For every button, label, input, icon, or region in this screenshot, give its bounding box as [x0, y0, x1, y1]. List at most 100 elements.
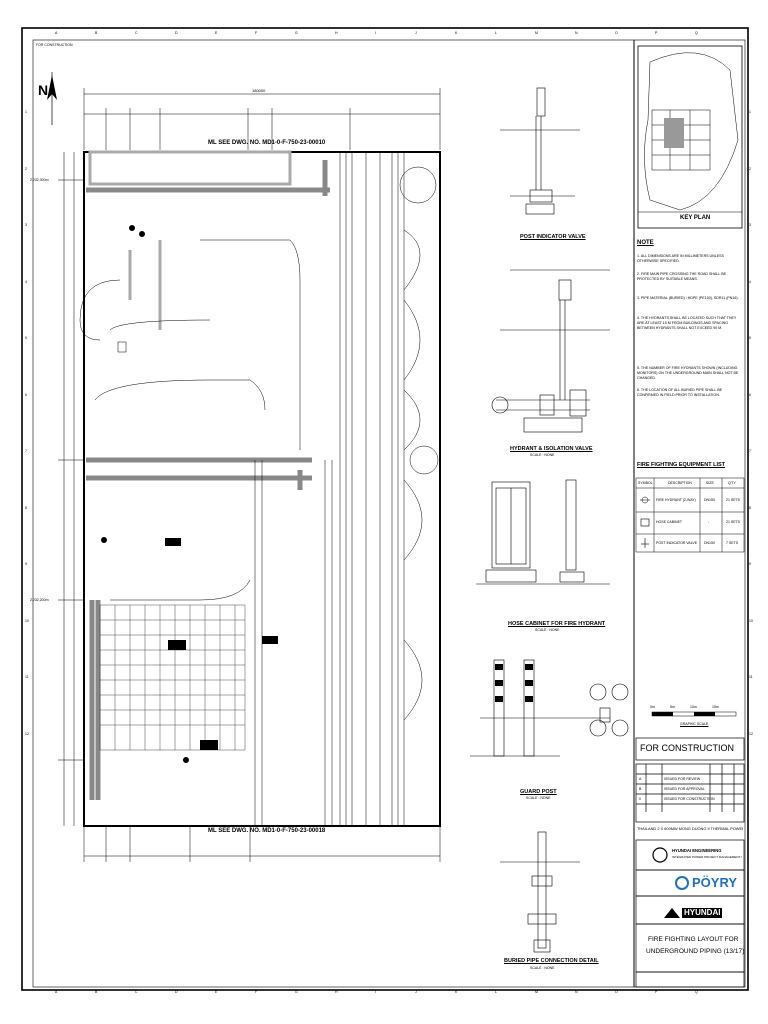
scale-tick-1: 5m	[670, 705, 675, 709]
symbol-fire-hydrant-icon	[640, 496, 650, 504]
project-name: THAILAND 2 X 600MW MONG DUONG II THERMAL…	[637, 826, 743, 831]
rev-0-mark: 0	[639, 797, 641, 801]
eq-row-3-desc: POST INDICATOR VALVE	[656, 541, 698, 545]
grid-row-2-left: 2	[25, 166, 27, 171]
grid-row-7-right: 7	[749, 449, 751, 454]
grid-row-8-left: 8	[25, 505, 27, 510]
grid-col-d-top: D	[175, 31, 178, 35]
grid-row-6-left: 6	[25, 392, 27, 397]
rev-2-desc: ISSUED FOR REVIEW	[664, 777, 701, 781]
eq-row-1-desc: FIRE HYDRANT (2-WAY)	[656, 498, 696, 502]
symbol-hose-cabinet-icon	[640, 518, 650, 527]
north-arrow-icon: N	[38, 72, 57, 125]
scale-note-1: SCALE : NONE	[530, 453, 555, 457]
eq-header-size: SIZE	[706, 481, 714, 485]
grid-col-o-top: O	[615, 31, 618, 35]
rev-2-mark: A	[639, 777, 642, 781]
scale-tick-2: 10m	[690, 705, 697, 709]
post-indicator-valve-title: POST INDICATOR VALVE	[520, 234, 586, 240]
grid-col-k-bottom: K	[455, 990, 458, 994]
grid-col-d-bottom: D	[175, 990, 178, 994]
grid-col-b-top: B	[95, 31, 98, 35]
rev-1-desc: ISSUED FOR APPROVAL	[664, 787, 705, 791]
grid-row-10-left: 10	[25, 618, 29, 623]
grid-row-9-right: 9	[749, 562, 751, 567]
grid-col-e-bottom: E	[215, 990, 218, 994]
grid-col-g-bottom: G	[295, 990, 298, 994]
grid-col-m-top: M	[535, 31, 538, 35]
grid-row-6-right: 6	[749, 392, 751, 397]
grid-col-j-top: J	[415, 31, 417, 35]
grid-row-4-left: 4	[25, 279, 27, 284]
dim-top-total: 180000	[252, 88, 266, 93]
grid-row-7-left: 7	[25, 449, 27, 454]
grid-col-b-bottom: B	[95, 990, 98, 994]
grid-col-m-bottom: M	[535, 990, 538, 994]
owner-sub: INTEGRATED POWER PROJECT MANAGEMENT CONS…	[672, 855, 742, 859]
guard-post-title: GUARD POST	[520, 789, 557, 795]
note-6: 6. THE LOCATION OF ALL BURIED PIPE SHALL…	[637, 388, 723, 398]
grid-col-j-bottom: J	[415, 990, 417, 994]
grid-col-p-top: P	[655, 31, 658, 35]
note-4: 4. THE HYDRANTS SHALL BE LOCATED SUCH TH…	[637, 316, 737, 331]
consultant-name: PÖYRY	[692, 875, 738, 890]
contractor-name: HYUNDAI	[684, 908, 721, 917]
grid-col-k-top: K	[455, 31, 458, 35]
eq-row-1-qty: 21 SETS	[726, 498, 741, 502]
eq-header-qty: Q'TY	[728, 481, 736, 485]
grid-col-e-top: E	[215, 31, 218, 35]
rev-1-mark: B	[639, 787, 642, 791]
drawing-title-line-2: UNDERGROUND PIPING (13/17)	[646, 948, 745, 955]
rev-0-desc: ISSUED FOR CONSTRUCTION	[664, 797, 715, 801]
grid-row-5-right: 5	[749, 336, 751, 341]
grid-row-5-left: 5	[25, 336, 27, 341]
grid-col-p-bottom: P	[655, 990, 658, 994]
grid-col-f-bottom: F	[255, 990, 258, 994]
grid-col-i-bottom: I	[375, 990, 376, 994]
grid-row-11-right: 11	[749, 675, 753, 680]
scale-note-2: SCALE : NONE	[535, 628, 560, 632]
eq-row-3-size: DN150	[704, 541, 715, 545]
grid-col-q-bottom: Q	[695, 990, 698, 994]
owner-emblem-icon	[652, 847, 668, 863]
grid-col-o-bottom: O	[615, 990, 618, 994]
poyry-logo-icon	[675, 876, 689, 890]
eq-row-1-size: DN150	[704, 498, 715, 502]
grid-col-h-bottom: H	[335, 990, 338, 994]
note-5: 5. THE NUMBER OF FIRE HYDRANTS SHOWN (IN…	[637, 366, 739, 381]
graphic-scale-bar	[651, 711, 737, 717]
grid-row-12-right: 12	[749, 731, 753, 736]
drawing-title-line-1: FIRE FIGHTING LAYOUT FOR	[648, 936, 739, 943]
grid-col-q-top: Q	[695, 31, 698, 35]
grid-row-10-right: 10	[749, 618, 753, 623]
grid-row-9-left: 9	[25, 562, 27, 567]
status-stamp: FOR CONSTRUCTION	[640, 743, 734, 753]
grid-col-a-top: A	[55, 31, 58, 35]
eq-row-2-qty: 21 SETS	[726, 520, 741, 524]
scale-note-4: SCALE : NONE	[530, 966, 555, 970]
grid-col-g-top: G	[295, 31, 298, 35]
grid-col-c-bottom: C	[135, 990, 138, 994]
grid-row-12-left: 12	[25, 731, 29, 736]
grid-col-c-top: C	[135, 31, 138, 35]
scale-label: GRAPHIC SCALE	[680, 722, 709, 726]
key-plan-title: KEY PLAN	[680, 215, 711, 221]
buried-pipe-title: BURIED PIPE CONNECTION DETAIL	[504, 958, 599, 964]
grid-col-i-top: I	[375, 31, 376, 35]
eq-row-3-qty: 7 SETS	[726, 541, 739, 545]
symbol-post-indicator-icon	[641, 538, 649, 548]
eq-row-2-size: -	[708, 520, 710, 524]
eq-row-2-desc: HOSE CABINET	[656, 520, 683, 524]
grid-col-a-bottom: A	[55, 990, 58, 994]
grid-col-n-top: N	[575, 31, 578, 35]
top-stamp: FOR CONSTRUCTION	[36, 43, 73, 47]
scale-tick-3: 15m	[712, 705, 719, 709]
grid-row-4-right: 4	[749, 279, 751, 284]
coordinate-2: 2,232,200m	[30, 598, 49, 602]
eq-header-symbol: SYMBOL	[638, 481, 653, 485]
scale-note-3: SCALE : NONE	[526, 796, 551, 800]
notes-title: NOTE	[637, 240, 654, 246]
note-2: 2. FIRE MAIN PIPE CROSSING THE ROAD SHAL…	[637, 272, 727, 282]
grid-row-3-right: 3	[749, 223, 751, 228]
